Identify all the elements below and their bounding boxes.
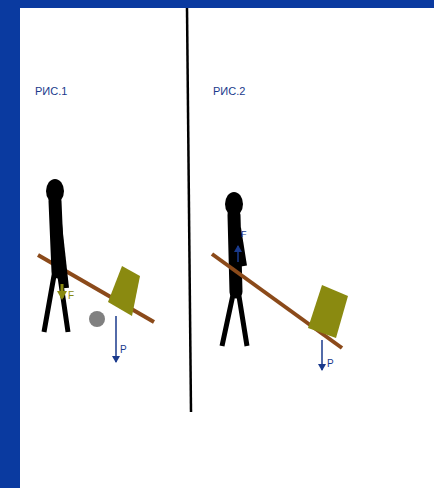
left-band xyxy=(0,0,20,488)
figure-label: РИС.2 xyxy=(213,86,245,97)
top-band xyxy=(0,0,434,8)
person-body xyxy=(234,215,236,292)
divider-line xyxy=(187,8,191,412)
force-label: F xyxy=(68,291,74,301)
force-arrow xyxy=(237,246,239,262)
figure-label: РИС.1 xyxy=(35,86,67,97)
force-label: F xyxy=(241,230,247,239)
load-box xyxy=(308,285,348,338)
weight-arrow xyxy=(115,316,117,362)
figure-2 xyxy=(212,192,348,370)
weight-label: P xyxy=(327,359,334,369)
person-legs xyxy=(222,290,247,346)
fulcrum xyxy=(89,311,105,327)
load-box xyxy=(108,266,140,316)
weight-label: P xyxy=(120,345,127,355)
figure-1 xyxy=(38,179,154,362)
force-arrow xyxy=(61,284,64,298)
weight-arrow xyxy=(321,340,323,370)
person-arm xyxy=(58,215,66,288)
